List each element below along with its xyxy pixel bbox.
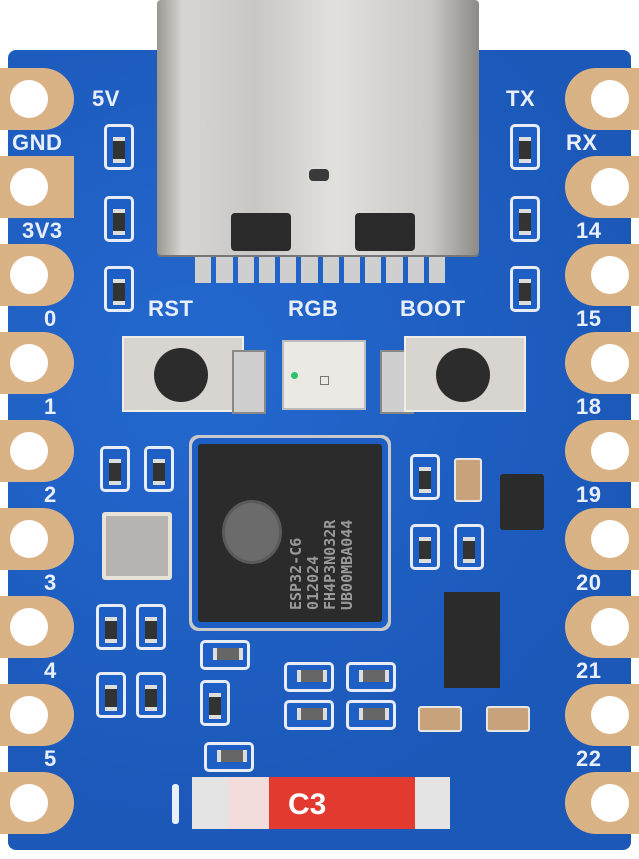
pin-pad-right-4 (565, 420, 639, 482)
espressif-logo-icon (222, 500, 282, 564)
rst-button (122, 336, 244, 412)
pin-label-right: 15 (576, 306, 602, 331)
boot-label: BOOT (400, 296, 466, 321)
smd-resistor (104, 124, 134, 170)
pin-label-right: TX (506, 86, 536, 111)
crystal-oscillator (102, 512, 172, 580)
pin-pad-left-3 (0, 332, 74, 394)
pin-label-right: 18 (576, 394, 602, 419)
smd-resistor (200, 680, 230, 726)
rgb-led (282, 340, 366, 410)
smd-resistor (284, 662, 334, 692)
pin-label-right: RX (566, 130, 598, 155)
smd-resistor (510, 266, 540, 312)
smd-capacitor (136, 672, 166, 718)
smd-resistor (510, 124, 540, 170)
pin-label-left: 1 (44, 394, 57, 419)
smd-resistor (346, 700, 396, 730)
pin-pad-right-6 (565, 596, 639, 658)
pin-pad-right-2 (565, 244, 639, 306)
pin-pad-right-3 (565, 332, 639, 394)
pin-pad-left-5 (0, 508, 74, 570)
smd-capacitor (454, 524, 484, 570)
smd-resistor (510, 196, 540, 242)
pin-pad-left-8 (0, 772, 74, 834)
pin-label-right: 20 (576, 570, 602, 595)
smd-capacitor (136, 604, 166, 650)
ceramic-antenna (192, 777, 450, 829)
usb-c-pins (195, 255, 445, 283)
pin-label-left: 0 (44, 306, 57, 331)
rst-label: RST (148, 296, 194, 321)
chip-markings: ESP32-C6 012024 FH4P3N032R UB00MBA044 (287, 519, 356, 610)
smd-capacitor (96, 672, 126, 718)
pin-pad-right-0 (565, 68, 639, 130)
rst-button-side (232, 350, 266, 414)
pin-pad-left-2 (0, 244, 74, 306)
usb-c-connector (157, 0, 479, 255)
smd-capacitor (410, 454, 440, 500)
smd-capacitor (96, 604, 126, 650)
smd-capacitor (486, 706, 530, 732)
rgb-label: RGB (288, 296, 339, 321)
pin-label-left: 2 (44, 482, 57, 507)
pin-label-right: 14 (576, 218, 602, 243)
pin-pad-right-8 (565, 772, 639, 834)
pin-pad-right-1 (565, 156, 639, 218)
tantalum-capacitor (454, 458, 482, 502)
pin-label-right: 21 (576, 658, 602, 683)
pin-label-left: 5 (44, 746, 57, 771)
smd-resistor (200, 640, 250, 670)
pin-pad-left-1 (0, 156, 74, 218)
pin-pad-right-5 (565, 508, 639, 570)
smd-resistor (204, 742, 254, 772)
silkscreen-bar (172, 784, 179, 824)
smd-capacitor (418, 706, 462, 732)
pin-pad-left-6 (0, 596, 74, 658)
smd-resistor (104, 266, 134, 312)
smd-resistor (284, 700, 334, 730)
diode-package (500, 474, 544, 530)
smd-resistor (346, 662, 396, 692)
pin-pad-left-4 (0, 420, 74, 482)
pin-label-left: 4 (44, 658, 57, 683)
pin-pad-right-7 (565, 684, 639, 746)
pin-label-left: 3V3 (22, 218, 63, 243)
pin-label-left: 3 (44, 570, 57, 595)
antenna-label: C3 (288, 788, 327, 821)
smd-capacitor (144, 446, 174, 492)
smd-resistor (104, 196, 134, 242)
pin-label-left: 5V (92, 86, 120, 111)
boot-button (404, 336, 526, 412)
pin-label-right: 19 (576, 482, 602, 507)
pin-label-left: GND (12, 130, 63, 155)
pin-label-right: 22 (576, 746, 602, 771)
smd-capacitor (100, 446, 130, 492)
pin-pad-left-7 (0, 684, 74, 746)
smd-capacitor (410, 524, 440, 570)
pin-pad-left-0 (0, 68, 74, 130)
voltage-regulator (444, 592, 500, 688)
